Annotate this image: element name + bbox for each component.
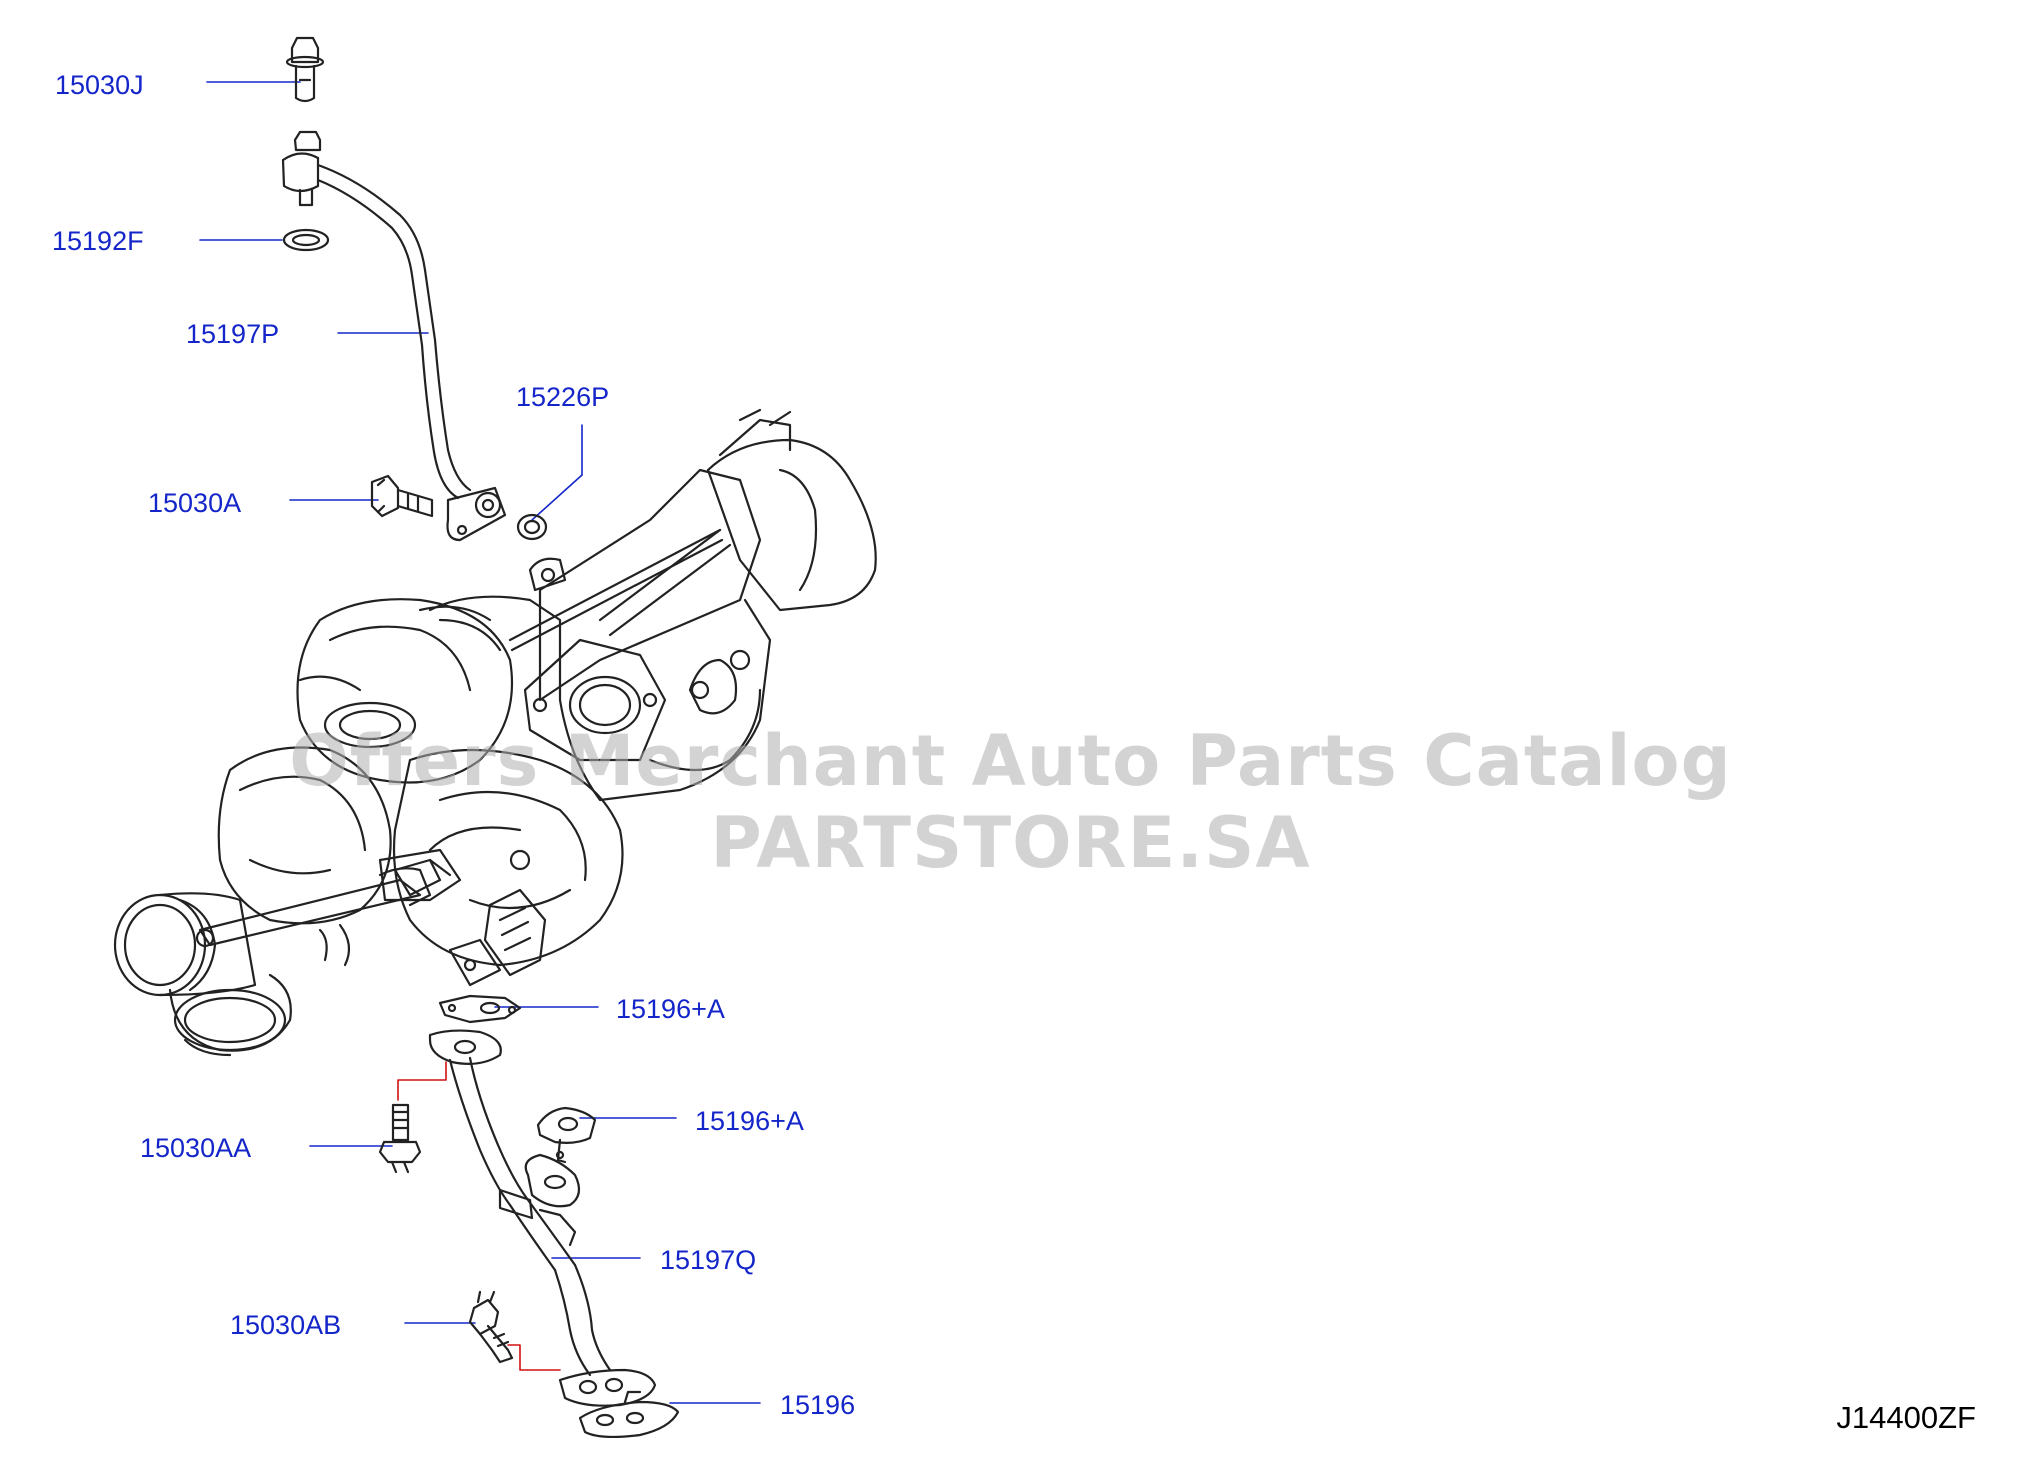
part-label-15196[interactable]: 15196	[780, 1390, 856, 1420]
part-label-15226P[interactable]: 15226P	[516, 382, 610, 412]
diagram-reference-code: J14400ZF	[1836, 1400, 1976, 1435]
part-label-15197Q[interactable]: 15197Q	[660, 1245, 757, 1275]
part-label-15196-plus-a-upper[interactable]: 15196+A	[616, 994, 725, 1024]
gasket-lower	[578, 1390, 680, 1439]
bolt-15030AB	[468, 1290, 514, 1364]
part-label-15192F[interactable]: 15192F	[52, 226, 144, 256]
leader-lines	[199, 81, 761, 1404]
part-label-15196-plus-a-middle[interactable]: 15196+A	[695, 1106, 804, 1136]
part-label-15030AA[interactable]: 15030AA	[140, 1133, 252, 1163]
oil-feed-pipe	[281, 130, 507, 542]
bolt-15030A	[370, 474, 434, 518]
gasket-middle	[536, 1106, 597, 1164]
oil-return-pipe	[428, 1029, 657, 1407]
part-label-15030A[interactable]: 15030A	[148, 488, 242, 518]
washer-top	[282, 228, 330, 252]
gasket-upper	[438, 994, 522, 1024]
dimension-lines	[397, 1061, 561, 1371]
bolt-15030AA	[378, 1103, 422, 1174]
banjo-bolt-top	[285, 36, 325, 103]
part-label-15197P[interactable]: 15197P	[186, 319, 280, 349]
turbocharger-body	[113, 408, 877, 1057]
part-label-15030AB[interactable]: 15030AB	[230, 1310, 342, 1340]
part-label-15030J[interactable]: 15030J	[55, 70, 144, 100]
o-ring	[516, 513, 548, 541]
